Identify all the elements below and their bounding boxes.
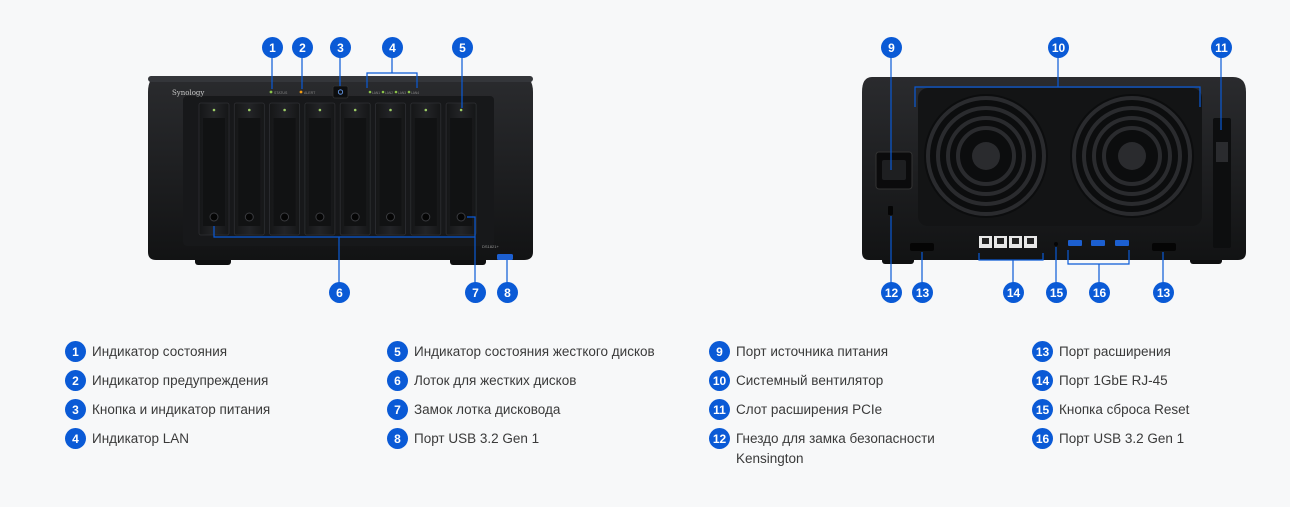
drive-tray[interactable] xyxy=(198,102,230,236)
callout-7: 7 xyxy=(465,282,486,303)
status-label: STATUS xyxy=(274,91,288,95)
callout-13-right: 13 xyxy=(1153,282,1174,303)
drive-tray[interactable] xyxy=(410,102,442,236)
diagram-stage: Synology STATUS ALERT LAN1 LAN2 LAN3 LAN… xyxy=(148,37,1246,303)
callout-12: 12 xyxy=(881,282,902,303)
callout-11: 11 xyxy=(1211,37,1232,58)
callout-5: 5 xyxy=(452,37,473,58)
rear-nas-unit xyxy=(862,77,1246,264)
drive-tray[interactable] xyxy=(339,102,371,236)
drive-tray[interactable] xyxy=(375,102,406,236)
pcie-slot xyxy=(1213,118,1231,248)
rear-usb-ports xyxy=(1068,240,1129,246)
reset-button[interactable] xyxy=(1054,242,1058,246)
rear-callout-lines xyxy=(890,57,1222,283)
brand-logo: Synology xyxy=(172,89,204,97)
svg-text:LAN3: LAN3 xyxy=(398,91,406,95)
tray-lock-icon[interactable] xyxy=(350,212,360,222)
tray-lock-icon[interactable] xyxy=(386,212,395,222)
tray-lock-icon[interactable] xyxy=(209,212,219,222)
callout-13-left: 13 xyxy=(912,282,933,303)
svg-text:LAN2: LAN2 xyxy=(385,91,393,95)
svg-text:LAN4: LAN4 xyxy=(411,91,419,95)
callout-15: 15 xyxy=(1046,282,1067,303)
drive-tray[interactable] xyxy=(304,102,336,236)
tray-lock-icon[interactable] xyxy=(456,212,466,222)
power-button[interactable] xyxy=(332,85,349,99)
lan-indicators: LAN1 LAN2 LAN3 LAN4 xyxy=(368,90,419,95)
callout-3: 3 xyxy=(330,37,351,58)
tray-lock-icon[interactable] xyxy=(315,212,325,222)
device-illustrations: Synology STATUS ALERT LAN1 LAN2 LAN3 LAN… xyxy=(148,57,1246,283)
callout-14: 14 xyxy=(1003,282,1024,303)
expansion-port-right xyxy=(1152,243,1176,251)
tray-lock-icon[interactable] xyxy=(280,212,290,222)
rj45-ports xyxy=(979,236,1037,248)
tray-lock-icon[interactable] xyxy=(244,212,254,222)
callout-8: 8 xyxy=(497,282,518,303)
drive-tray[interactable] xyxy=(233,102,265,236)
fan-left xyxy=(924,94,1048,218)
drive-tray[interactable] xyxy=(269,102,301,236)
svg-text:LAN1: LAN1 xyxy=(372,91,380,95)
drive-tray[interactable] xyxy=(445,102,477,236)
front-usb-port xyxy=(497,254,513,260)
drive-trays xyxy=(198,102,477,236)
callout-4: 4 xyxy=(382,37,403,58)
callout-1: 1 xyxy=(262,37,283,58)
tray-lock-icon[interactable] xyxy=(421,212,431,222)
alert-label: ALERT xyxy=(304,91,316,95)
expansion-port-left xyxy=(910,243,934,251)
callout-2: 2 xyxy=(292,37,313,58)
callout-9: 9 xyxy=(881,37,902,58)
fan-right xyxy=(1070,94,1194,218)
callout-6: 6 xyxy=(329,282,350,303)
callout-16: 16 xyxy=(1089,282,1110,303)
front-callout-lines xyxy=(213,57,508,283)
model-label: DS1821+ xyxy=(482,244,499,249)
callout-10: 10 xyxy=(1048,37,1069,58)
kensington-slot xyxy=(888,206,893,215)
